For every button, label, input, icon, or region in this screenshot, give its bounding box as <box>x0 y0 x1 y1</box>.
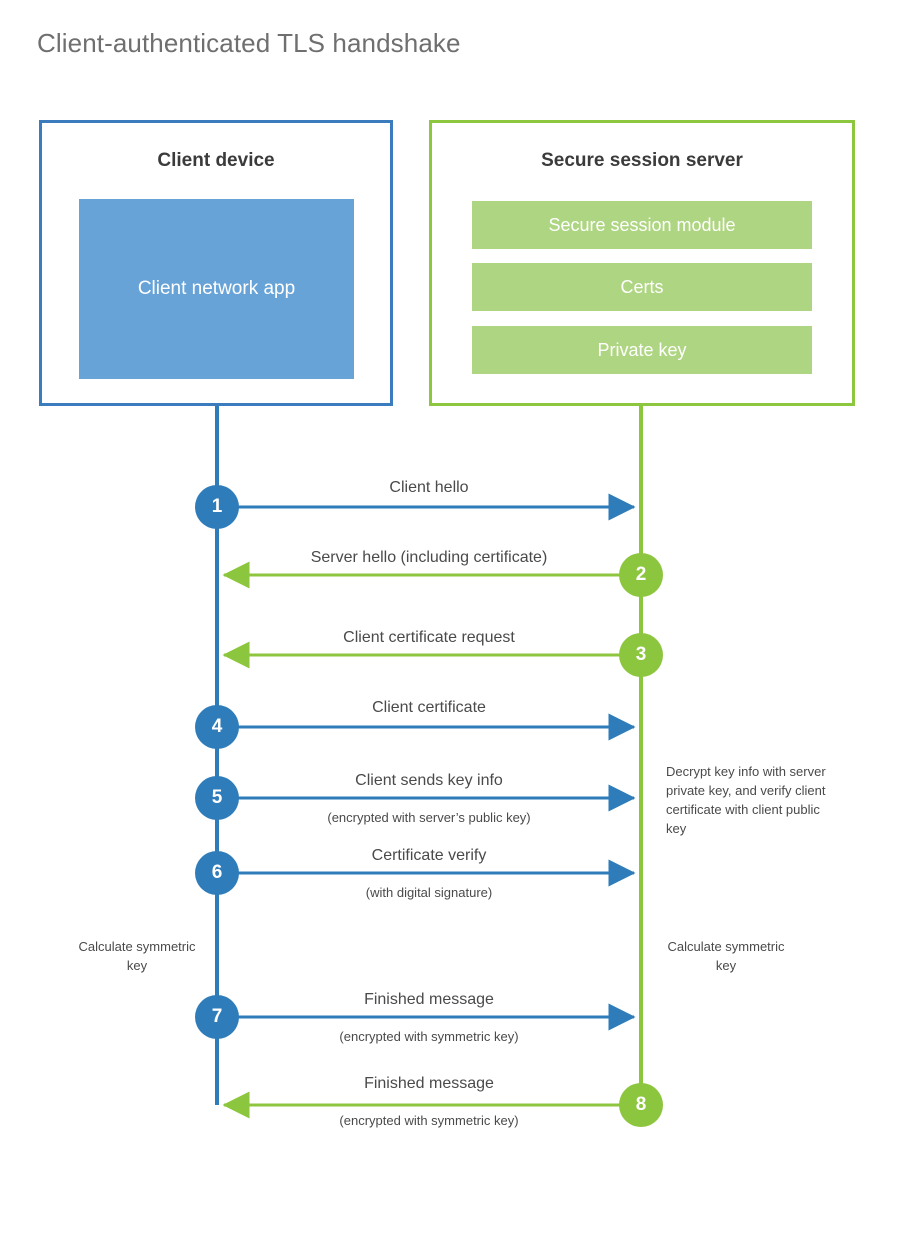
server-component-certs: Certs <box>472 263 812 311</box>
message-sublabel-6: (with digital signature) <box>365 885 493 900</box>
message-label-5: Client sends key info <box>355 772 503 789</box>
client-network-app-label: Client network app <box>137 277 296 299</box>
server-decrypt-annotation: Decrypt key info with server private key… <box>666 764 826 836</box>
message-label-7: Finished message <box>364 991 494 1008</box>
message-sublabel-5: (encrypted with server’s public key) <box>327 810 531 825</box>
step-marker-8[interactable]: 8 <box>619 1083 663 1127</box>
message-label-8: Finished message <box>364 1075 494 1092</box>
server-calculate-symmetric-key-annotation: Calculate symmetric key <box>667 939 785 973</box>
server-component-label: Secure session module <box>548 214 736 235</box>
step-marker-2[interactable]: 2 <box>619 553 663 597</box>
message-sublabel-7: (encrypted with symmetric key) <box>339 1029 519 1044</box>
secure-session-server-box: Secure session server Secure session mod… <box>429 120 855 406</box>
step-marker-3[interactable]: 3 <box>619 633 663 677</box>
message-sublabel-8: (encrypted with symmetric key) <box>339 1113 519 1128</box>
message-label-1: Client hello <box>389 479 469 496</box>
step-marker-5[interactable]: 5 <box>195 776 239 820</box>
client-device-box: Client device Client network app <box>39 120 393 406</box>
client-network-app-block: Client network app <box>79 199 354 379</box>
message-label-3: Client certificate request <box>343 629 515 646</box>
server-component-secure-session-module: Secure session module <box>472 201 812 249</box>
step-marker-1[interactable]: 1 <box>195 485 239 529</box>
secure-session-server-title: Secure session server <box>541 150 743 171</box>
message-label-6: Certificate verify <box>371 847 487 864</box>
step-marker-7[interactable]: 7 <box>195 995 239 1039</box>
client-device-title: Client device <box>157 150 275 171</box>
server-component-label: Private key <box>597 339 687 360</box>
page-title: Client-authenticated TLS handshake <box>37 28 461 58</box>
step-marker-4[interactable]: 4 <box>195 705 239 749</box>
message-label-2: Server hello (including certificate) <box>310 549 548 566</box>
step-marker-6[interactable]: 6 <box>195 851 239 895</box>
client-calculate-symmetric-key-annotation: Calculate symmetric key <box>78 939 196 973</box>
server-component-private-key: Private key <box>472 326 812 374</box>
message-label-4: Client certificate <box>372 699 486 716</box>
server-component-label: Certs <box>620 276 664 297</box>
